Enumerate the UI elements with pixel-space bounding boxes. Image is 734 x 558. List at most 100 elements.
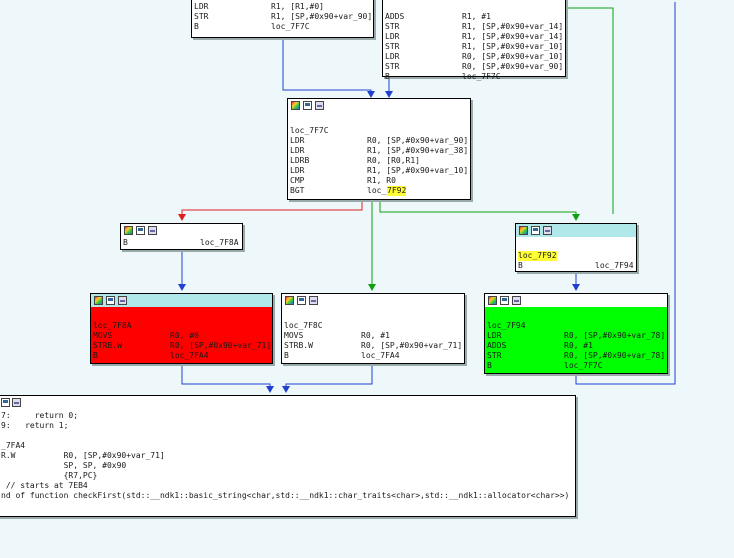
- edge-n3-n4-false: [181, 200, 363, 220]
- graph-overview-icon[interactable]: [488, 296, 497, 305]
- comment-icon[interactable]: [315, 101, 324, 110]
- edit-icon[interactable]: [297, 296, 306, 305]
- pseudocode-line: [1, 431, 573, 441]
- comment-icon[interactable]: [512, 296, 521, 305]
- edit-icon[interactable]: [106, 296, 115, 305]
- graph-overview-icon[interactable]: [291, 101, 300, 110]
- asm-line: R.W R0, [SP,#0x90+var_71]: [1, 451, 165, 460]
- node-header: [516, 224, 636, 237]
- comment-icon[interactable]: [148, 226, 157, 235]
- graph-overview-icon[interactable]: [124, 226, 133, 235]
- arrowhead: [266, 386, 274, 393]
- edit-icon[interactable]: [1, 398, 10, 407]
- block-label: loc_7F7C: [290, 126, 329, 135]
- arrowhead: [178, 214, 186, 221]
- edge-n6-n9: [181, 364, 271, 392]
- node-header: [288, 99, 470, 112]
- comment-icon[interactable]: [12, 398, 21, 407]
- edge-n1-n3: [282, 38, 372, 97]
- edge-n3-n5-true: [379, 200, 577, 220]
- graph-overview-icon[interactable]: [94, 296, 103, 305]
- graph-overview-icon[interactable]: [285, 296, 294, 305]
- node-header: [282, 294, 464, 307]
- edit-icon[interactable]: [500, 296, 509, 305]
- arrowhead: [385, 91, 393, 98]
- arrowhead: [368, 284, 376, 291]
- pseudocode-line: 9: return 1;: [1, 421, 69, 430]
- asm-line: SP, SP, #0x90: [1, 461, 127, 470]
- node-header: [485, 294, 667, 307]
- edge-n8-loop: [575, 2, 676, 385]
- arrowhead: [367, 91, 375, 98]
- comment-icon[interactable]: [543, 226, 552, 235]
- node-header: [91, 294, 272, 307]
- edit-icon[interactable]: [531, 226, 540, 235]
- node-header: [0, 396, 575, 409]
- block-label: loc_7F8A: [93, 321, 132, 330]
- comment-icon[interactable]: [309, 296, 318, 305]
- asm-line: {R7,PC}: [1, 471, 98, 480]
- comment-icon[interactable]: [118, 296, 127, 305]
- pseudocode-line: 7: return 0;: [1, 411, 79, 420]
- branch-target-highlight[interactable]: 7F92: [387, 186, 407, 196]
- arrowhead: [572, 284, 580, 291]
- function-end-comment: nd of function checkFirst(std::__ndk1::b…: [1, 491, 570, 500]
- comment-line: // starts at 7EB4: [1, 481, 88, 490]
- arrowhead: [178, 284, 186, 291]
- block-label: loc_7F8C: [284, 321, 323, 330]
- edit-icon[interactable]: [136, 226, 145, 235]
- node-exit-block[interactable]: 7: return 0; 9: return 1; _7FA4 R.W R0, …: [0, 395, 576, 517]
- arrowhead: [572, 214, 580, 221]
- node-header: [121, 224, 242, 237]
- node-body: 7: return 0; 9: return 1; _7FA4 R.W R0, …: [1, 411, 573, 501]
- edge-n2-loop: [565, 0, 614, 214]
- block-label: loc_7F94: [487, 321, 526, 330]
- edit-icon[interactable]: [303, 101, 312, 110]
- graph-overview-icon[interactable]: [519, 226, 528, 235]
- block-label: loc_7F92: [518, 251, 557, 261]
- edge-n7-n9: [285, 364, 373, 392]
